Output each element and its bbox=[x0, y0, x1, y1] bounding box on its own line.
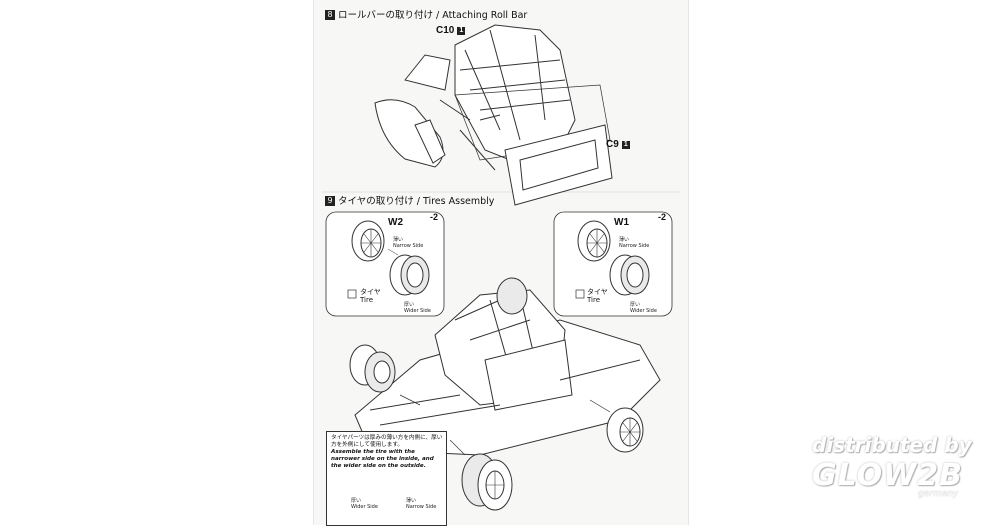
step-9-label: タイヤの取り付け / Tires Assembly bbox=[338, 196, 495, 207]
step-9-number: 9 bbox=[325, 196, 335, 206]
tire-jp-left: タイヤ bbox=[360, 288, 381, 296]
narrow-jp-left: 薄い bbox=[393, 237, 404, 243]
part-c10-label: C10 bbox=[436, 25, 455, 36]
wheel-right-drawing bbox=[577, 220, 650, 296]
tire-en-right: Tire bbox=[587, 296, 601, 304]
step-8-label: ロールバーの取り付け / Attaching Roll Bar bbox=[338, 10, 528, 21]
part-c9-count: 1 bbox=[621, 141, 630, 149]
note-narrow-en: Narrow Side bbox=[406, 504, 437, 510]
watermark-logo: GLOW2B bbox=[812, 458, 964, 493]
watermark-distributed-by: distributed by bbox=[812, 433, 972, 457]
note-wide-en: Wider Side bbox=[351, 504, 378, 510]
tire-note-box: タイヤパーツは厚みの薄い方を内側に、厚い方を外側にして使用します。 Assemb… bbox=[326, 431, 447, 526]
part-w2-label: W2 bbox=[388, 217, 403, 228]
part-c9-label: C9 bbox=[606, 139, 619, 150]
watermark-country: germany bbox=[918, 489, 959, 499]
wide-en-left: Wider Side bbox=[404, 308, 431, 314]
note-jp-text: タイヤパーツは厚みの薄い方を内側に、厚い方を外側にして使用します。 bbox=[331, 435, 443, 448]
tire-jp-right: タイヤ bbox=[587, 288, 608, 296]
chassis-drawing bbox=[349, 277, 661, 511]
narrow-jp-right: 薄い bbox=[619, 237, 630, 243]
roll-bar-drawing bbox=[374, 24, 613, 206]
wheel-left-drawing bbox=[351, 220, 430, 296]
part-w2-qty: -2 bbox=[430, 212, 439, 222]
wide-jp-left: 厚い bbox=[404, 302, 415, 308]
note-en-text: Assemble the tire with the narrower side… bbox=[331, 449, 434, 469]
part-c10-count: 1 bbox=[457, 27, 466, 35]
wide-jp-right: 厚い bbox=[630, 302, 641, 308]
narrow-en-right: Narrow Side bbox=[619, 243, 650, 249]
note-wide-jp: 厚い bbox=[351, 498, 362, 504]
narrow-en-left: Narrow Side bbox=[393, 243, 424, 249]
part-w1-qty: -2 bbox=[658, 212, 667, 222]
note-narrow-jp: 薄い bbox=[406, 498, 417, 504]
wide-en-right: Wider Side bbox=[630, 308, 657, 314]
part-w1-label: W1 bbox=[614, 217, 629, 228]
tire-en-left: Tire bbox=[360, 296, 374, 304]
step-8-number: 8 bbox=[325, 10, 335, 20]
